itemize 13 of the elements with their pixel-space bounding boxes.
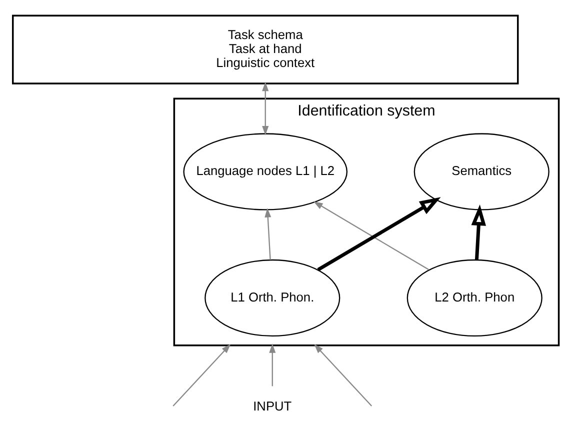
node-ellipse: L2 Orth. Phon — [406, 258, 542, 336]
arrow — [262, 81, 269, 135]
arrow — [269, 343, 276, 386]
arrow — [172, 344, 231, 406]
node-ellipse: L1 Orth. Phon. — [204, 258, 340, 336]
node-text: INPUT — [253, 398, 292, 414]
arrow — [471, 204, 486, 260]
arrow — [313, 200, 430, 270]
node-ellipse: Semantics — [414, 132, 550, 210]
arrow — [314, 344, 372, 406]
node-box: Task schema Task at hand Linguistic context — [12, 14, 519, 84]
arrow — [317, 196, 441, 271]
arrow — [264, 207, 272, 260]
